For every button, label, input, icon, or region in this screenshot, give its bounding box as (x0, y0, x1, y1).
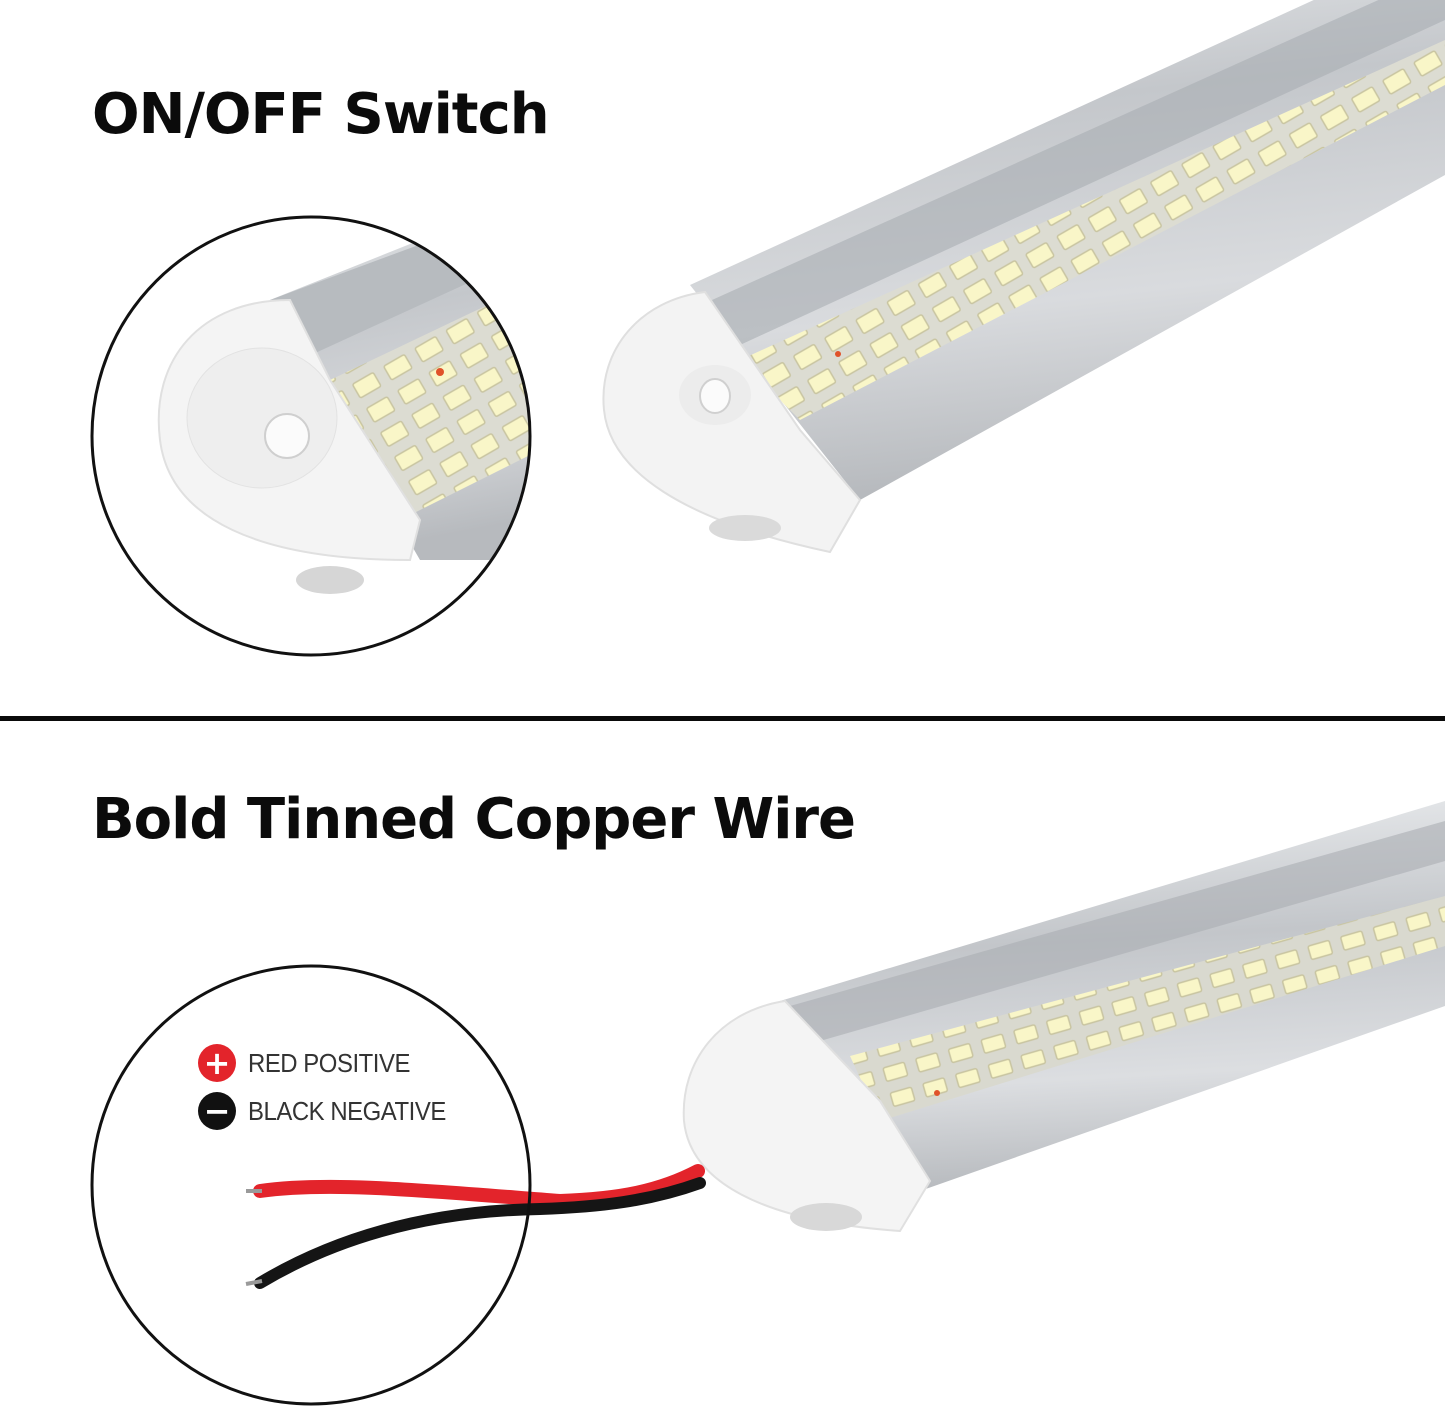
switch-product-photo (90, 0, 1445, 657)
plus-icon: + (198, 1044, 236, 1082)
black-negative-wire (254, 1177, 706, 1289)
switch-panel: ON/OFF Switch (90, 0, 1445, 657)
led-light-bar (602, 0, 1445, 554)
wire-panel: Bold Tinned Copper Wire + RED POSITIVE −… (0, 721, 1445, 1411)
legend-item-positive: + RED POSITIVE (198, 1039, 463, 1087)
zoom-switch-button (264, 413, 310, 459)
switch-button (699, 378, 731, 414)
legend-item-negative: − BLACK NEGATIVE (198, 1087, 463, 1135)
legend-label-positive: RED POSITIVE (248, 1047, 410, 1078)
power-wires (245, 1164, 706, 1289)
wire-zoom-circle (90, 964, 532, 1406)
mounting-hole (709, 515, 781, 541)
panel-divider (0, 716, 1445, 721)
red-positive-wire (253, 1164, 705, 1209)
status-led-dot (835, 351, 841, 357)
led-light-bar-wire (682, 801, 1445, 1233)
switch-heading: ON/OFF Switch (92, 82, 550, 147)
mounting-hole-wire (790, 1203, 862, 1231)
wire-product-photo (90, 801, 1445, 1406)
minus-icon: − (198, 1092, 236, 1130)
wire-heading: Bold Tinned Copper Wire (92, 787, 856, 852)
switch-zoom-circle (90, 215, 532, 657)
wire-color-legend: + RED POSITIVE − BLACK NEGATIVE (198, 1039, 463, 1135)
legend-label-negative: BLACK NEGATIVE (248, 1095, 446, 1126)
